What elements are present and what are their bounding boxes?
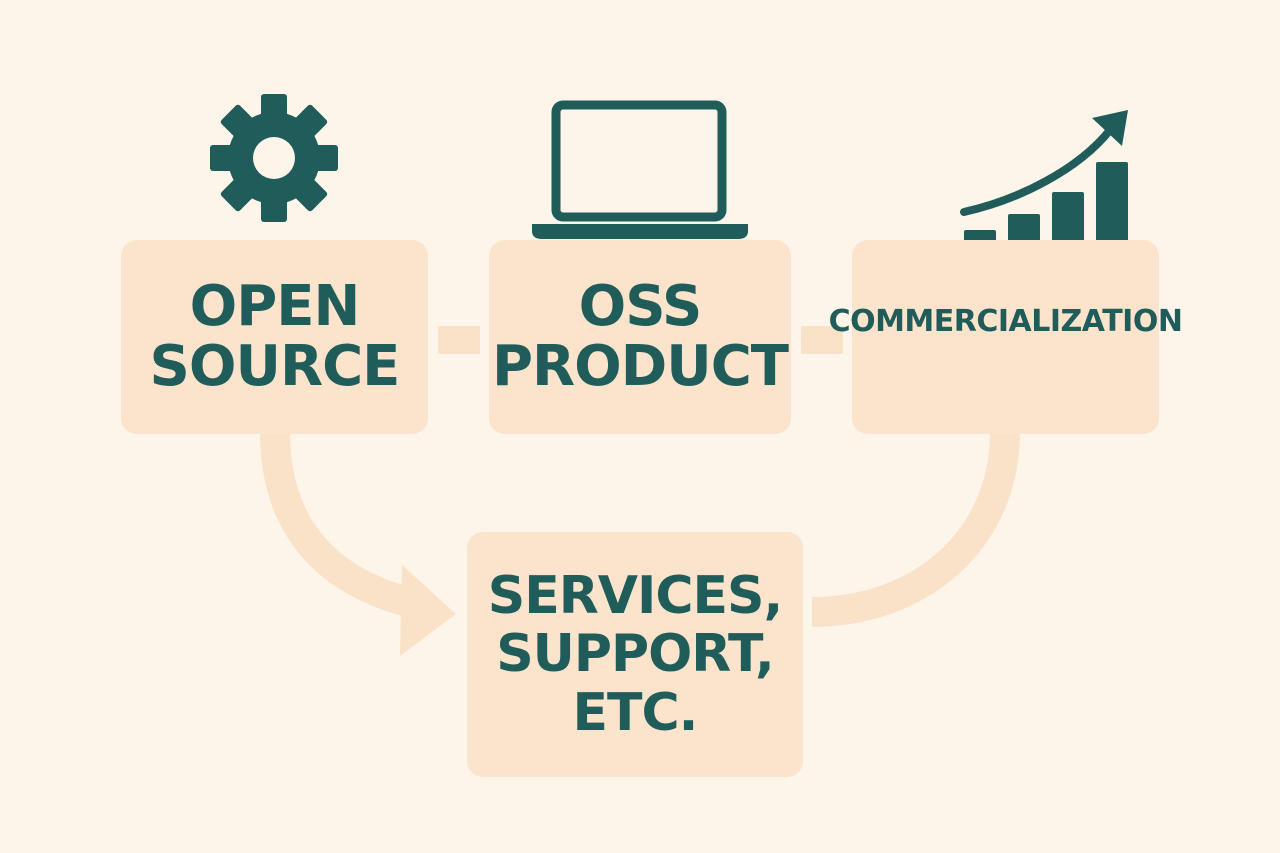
gear-icon <box>210 94 338 222</box>
laptop-icon <box>532 100 748 239</box>
oss-product-label-line-1: OSS <box>578 273 703 339</box>
services-label-line-1: SERVICES, <box>487 566 783 627</box>
open-source-label-line-1: OPEN <box>189 273 361 339</box>
services-label-line-3: ETC. <box>572 682 699 743</box>
services-label-line-2: SUPPORT, <box>496 624 775 685</box>
connector-open-source-to-oss-product <box>438 326 480 354</box>
connector-oss-product-to-commercialization <box>801 326 843 354</box>
arrowhead-to-services <box>400 565 456 656</box>
open-source-box: OPEN SOURCE <box>121 240 428 434</box>
commercialization-label: COMMERCIALIZATION <box>828 304 1183 339</box>
curve-open-source-to-services <box>260 431 416 618</box>
open-source-label-line-2: SOURCE <box>149 334 401 399</box>
curve-services-to-commercialization <box>811 431 1020 627</box>
oss-product-box: OSS PRODUCT <box>489 240 791 434</box>
services-box: SERVICES, SUPPORT, ETC. <box>467 532 803 777</box>
oss-product-label-line-2: PRODUCT <box>491 334 789 399</box>
commercialization-box: COMMERCIALIZATION <box>829 240 1183 434</box>
growth-chart-icon <box>960 110 1128 242</box>
